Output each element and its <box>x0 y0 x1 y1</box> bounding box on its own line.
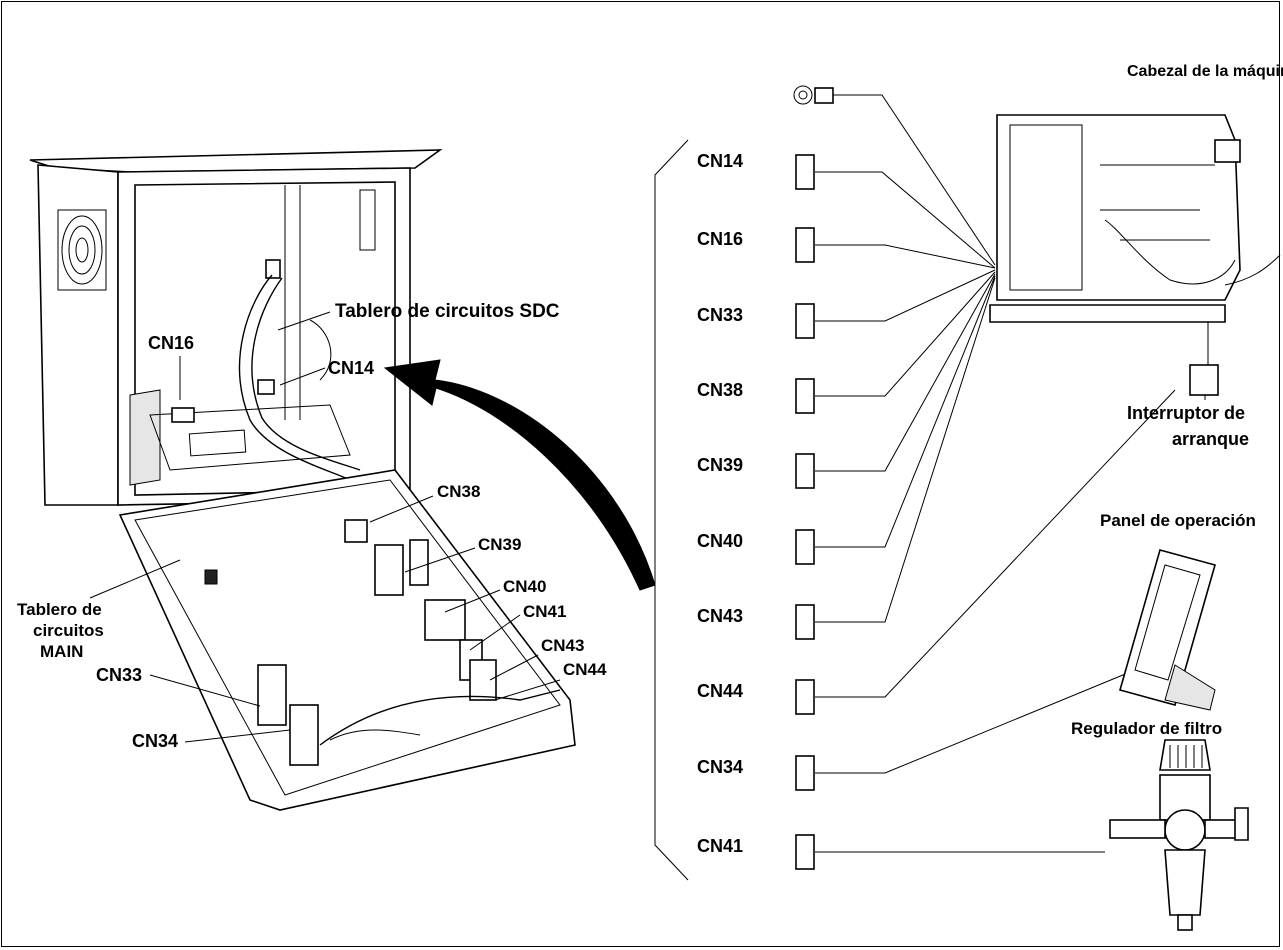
operation-panel-label: Panel de operación <box>1100 511 1256 530</box>
main-board-label-line1: Tablero de <box>17 600 102 619</box>
main-board-label-line3: MAIN <box>40 642 83 661</box>
connector-plug-cn34 <box>795 755 815 791</box>
control-box-illustration <box>29 149 576 811</box>
head-label: Cabezal de la máquina de coser <box>1127 63 1283 80</box>
connector-plug-cn44 <box>795 679 815 715</box>
connector-label-cn43: CN43 <box>697 606 743 626</box>
connector-plug-cn40 <box>795 529 815 565</box>
connector-label-cn33: CN33 <box>697 305 743 325</box>
connector-plug-cn39 <box>795 453 815 489</box>
sdc-board-label: Tablero de circuitos SDC <box>335 301 560 322</box>
cn41-label: CN41 <box>523 602 566 621</box>
connector-plug-cn41 <box>795 834 815 870</box>
wires-to-head <box>815 171 1176 853</box>
connector-plug-cn38 <box>795 378 815 414</box>
filter-regulator <box>1109 739 1249 931</box>
cn39-label: CN39 <box>478 535 521 554</box>
cn38-label: CN38 <box>437 482 480 501</box>
device-labels: Cabezal de la máquina de coser Interrupt… <box>1071 63 1283 738</box>
cn43-label: CN43 <box>541 636 584 655</box>
connector-label-cn40: CN40 <box>697 531 743 551</box>
sewing-machine-head <box>989 114 1281 396</box>
connector-label-cn34: CN34 <box>697 757 743 777</box>
connector-plug-cn33 <box>795 303 815 339</box>
operation-panel <box>1119 549 1216 711</box>
cooling-fan <box>57 209 107 291</box>
connector-label-cn39: CN39 <box>697 455 743 475</box>
cn44-label: CN44 <box>563 660 607 679</box>
connector-label-cn41: CN41 <box>697 836 743 856</box>
cn40-label: CN40 <box>503 577 546 596</box>
cn14-label: CN14 <box>328 358 374 378</box>
cn16-label: CN16 <box>148 333 194 353</box>
main-board-label-line2: circuitos <box>33 621 104 640</box>
cn34-label: CN34 <box>132 731 178 751</box>
filter-regulator-label: Regulador de filtro <box>1071 719 1222 738</box>
direction-arrow <box>383 359 656 591</box>
connector-plug-cn43 <box>795 604 815 640</box>
bracket-top <box>654 139 689 881</box>
start-switch-label-line2: arranque <box>1172 429 1249 449</box>
connector-label-cn14: CN14 <box>697 151 743 171</box>
connector-label-cn44: CN44 <box>697 681 743 701</box>
ground-terminal <box>793 85 996 266</box>
connector-label-cn38: CN38 <box>697 380 743 400</box>
start-switch-label-line1: Interruptor de <box>1127 403 1245 423</box>
left-callouts: Tablero de circuitos SDC CN16 CN14 CN38 … <box>17 301 607 751</box>
connector-plug-cn16 <box>795 227 815 263</box>
connector-plug-cn14 <box>795 154 815 190</box>
cn33-label: CN33 <box>96 665 142 685</box>
connector-label-cn16: CN16 <box>697 229 743 249</box>
